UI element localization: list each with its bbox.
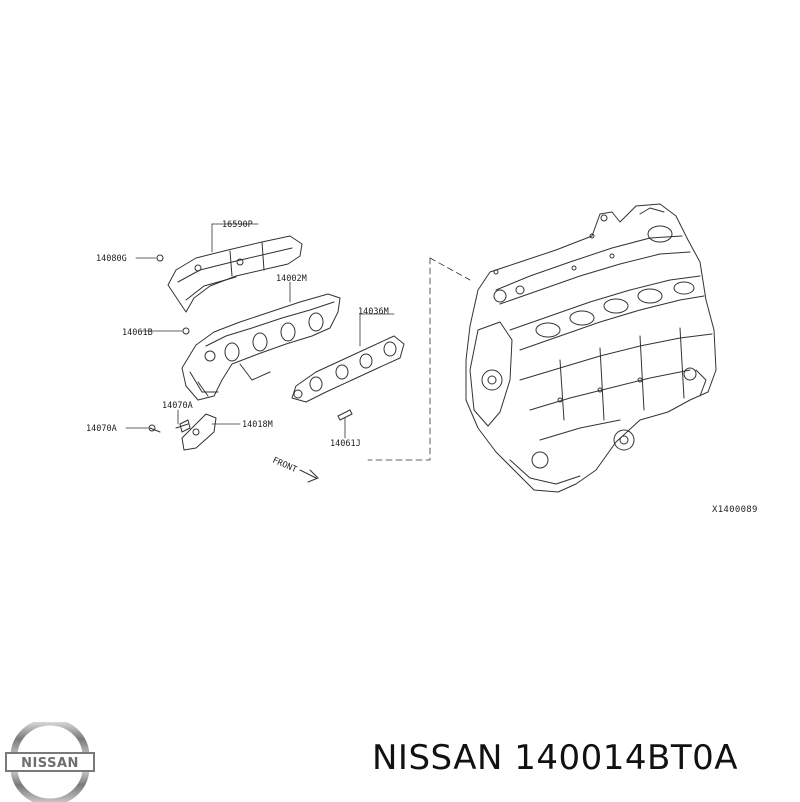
label-heat-shield: 16590P [222, 220, 253, 230]
exhaust-manifold [181, 293, 341, 401]
part-caption: NISSAN 140014BT0A [372, 738, 739, 778]
manifold-gasket [291, 335, 405, 403]
label-bracket: 14018M [242, 420, 273, 430]
label-stud-j: 14061J [330, 439, 361, 449]
nissan-logo-icon: NISSAN [5, 722, 95, 802]
engine-block [465, 203, 717, 493]
label-bolt-mid: 14061B [122, 328, 153, 338]
part-labels: 16590P 14080G 14002M 14061B 14036M 14070… [86, 220, 758, 515]
bracket [148, 413, 217, 451]
svg-text:NISSAN: NISSAN [21, 756, 79, 771]
label-stud-a: 14070A [162, 401, 193, 411]
bolt [156, 254, 164, 262]
bolt [182, 327, 190, 335]
front-arrow [299, 469, 319, 483]
leader-lines [125, 223, 395, 439]
label-gasket: 14036M [358, 307, 389, 317]
dashed-link [367, 257, 431, 461]
heat-shield [167, 235, 303, 313]
label-stud-b: 14070A [86, 424, 117, 434]
stud [337, 409, 353, 421]
label-bolt-top: 14080G [96, 254, 127, 264]
label-front: FRONT [271, 456, 298, 476]
label-manifold: 14002M [276, 274, 307, 284]
drawing-code: X1400089 [712, 505, 758, 515]
